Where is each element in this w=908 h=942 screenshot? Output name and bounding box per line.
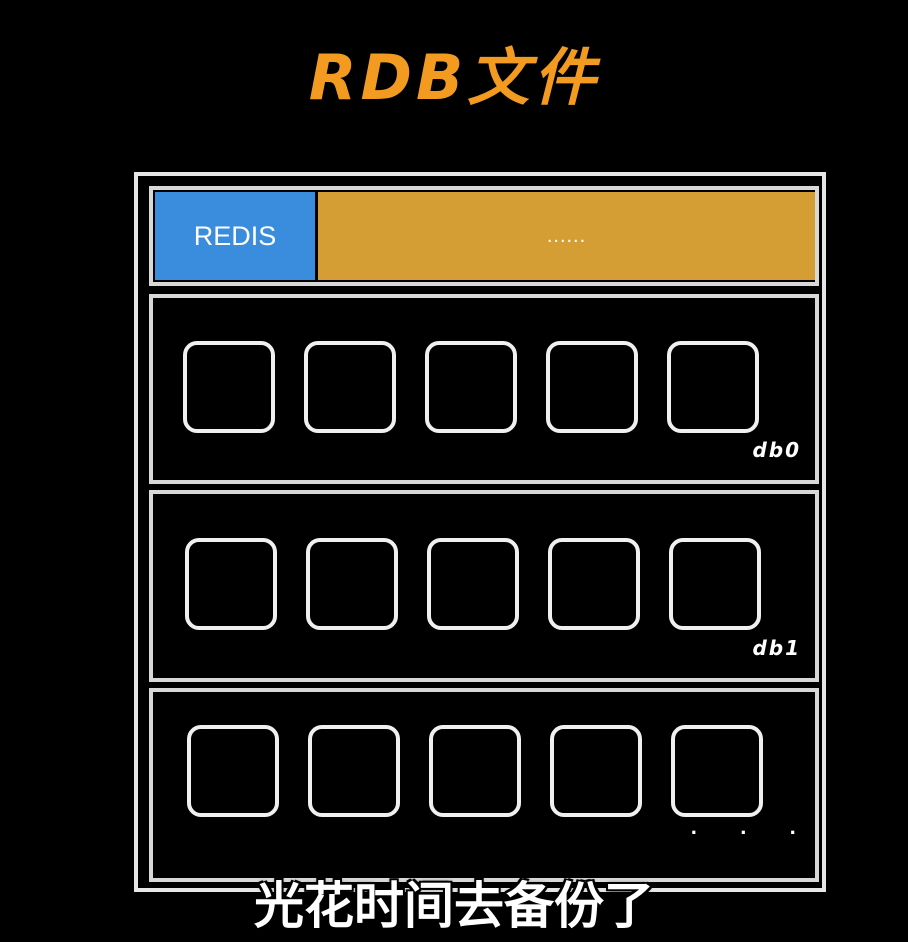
key-box	[550, 725, 642, 817]
db-row-1: db1	[149, 490, 819, 682]
key-box	[306, 538, 398, 630]
more-databases-ellipsis: · · ·	[690, 820, 815, 845]
key-box	[548, 538, 640, 630]
key-box	[185, 538, 277, 630]
key-box	[183, 341, 275, 433]
db-label: db1	[752, 636, 801, 660]
caption-subtitle: 光花时间去备份了	[254, 877, 654, 935]
key-box	[667, 341, 759, 433]
title: RDB文件	[308, 41, 600, 114]
db-row-0: db0	[149, 294, 819, 484]
key-box	[308, 725, 400, 817]
rdb-header-row: REDIS ......	[149, 186, 819, 286]
key-box	[669, 538, 761, 630]
key-box	[187, 725, 279, 817]
key-box	[671, 725, 763, 817]
header-rest-block: ......	[318, 192, 815, 280]
key-box	[427, 538, 519, 630]
rdb-file-frame	[134, 172, 826, 892]
redis-magic-block: REDIS	[155, 192, 315, 280]
key-box	[429, 725, 521, 817]
key-box	[546, 341, 638, 433]
key-box	[425, 341, 517, 433]
db-row-more: · · ·	[149, 688, 819, 882]
db-label: db0	[752, 438, 801, 462]
key-box	[304, 341, 396, 433]
